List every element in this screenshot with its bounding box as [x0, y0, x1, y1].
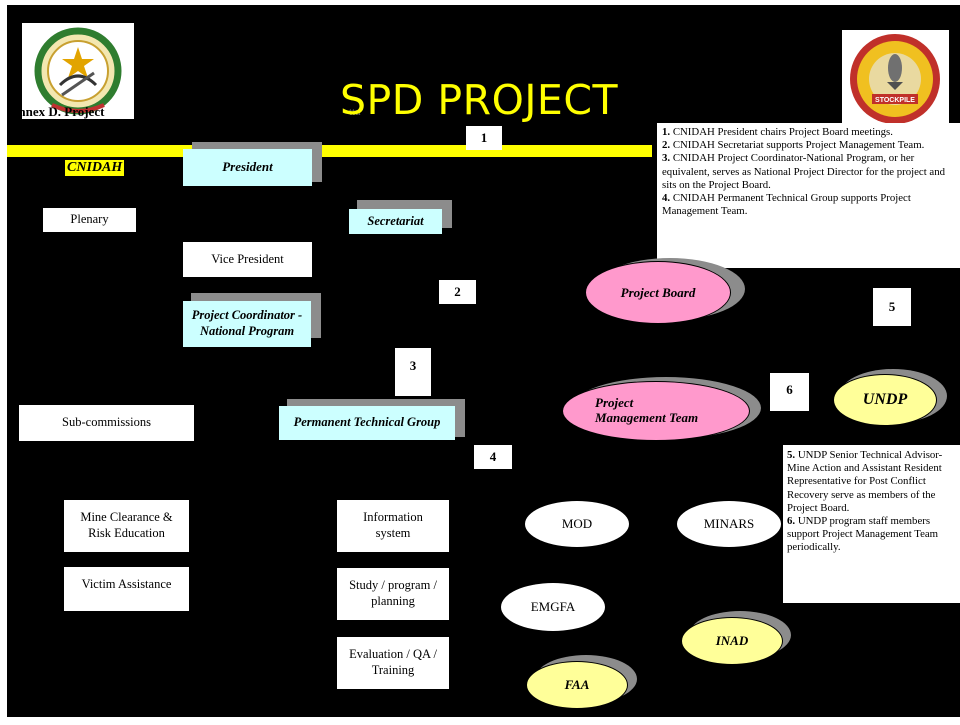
plenary-box: Plenary	[43, 208, 136, 232]
annex-overlap-text: ttu	[349, 106, 361, 118]
note-4: 4. CNIDAH Permanent Technical Group supp…	[662, 191, 911, 218]
angola-emblem-logo	[22, 23, 134, 119]
stockpile-badge-icon: STOCKPILE	[850, 34, 940, 124]
study-planning-box: Study / program / planning	[337, 568, 449, 620]
number-1: 1	[466, 126, 502, 150]
note-3: 3. CNIDAH Project Coordinator-National P…	[662, 152, 946, 191]
number-6: 6	[770, 373, 809, 411]
sub-commissions-box: Sub-commissions	[19, 405, 194, 441]
number-3: 3	[395, 348, 431, 396]
mine-clearance-box: Mine Clearance & Risk Education	[64, 500, 189, 552]
note-1: 1. CNIDAH President chairs Project Board…	[662, 126, 893, 138]
slide-canvas: Annex D. Project ttu STOCKPILE SPD PROJE…	[7, 5, 960, 717]
note-2: 2. CNIDAH Secretariat supports Project M…	[662, 139, 925, 152]
evaluation-box: Evaluation / QA / Training	[337, 637, 449, 689]
stockpile-badge-logo: STOCKPILE	[842, 30, 949, 128]
pmt-ellipse: Project Management Team	[562, 381, 750, 441]
vice-president-box: Vice President	[183, 242, 312, 277]
number-2: 2	[439, 280, 476, 304]
note-5: 5. UNDP Senior Technical Advisor-Mine Ac…	[787, 449, 943, 514]
faa-ellipse: FAA	[526, 661, 628, 709]
project-board-ellipse: Project Board	[585, 261, 731, 324]
emgfa-ellipse: EMGFA	[501, 583, 605, 631]
president-box: President	[183, 149, 312, 186]
highlight-bar	[7, 145, 652, 157]
note-6: 6. UNDP program staff members support Pr…	[787, 514, 939, 554]
victim-assistance-box: Victim Assistance	[64, 567, 189, 611]
notes-bottom-box: 5. UNDP Senior Technical Advisor-Mine Ac…	[783, 445, 960, 603]
angola-emblem-icon	[34, 27, 122, 115]
secretariat-box: Secretariat	[349, 209, 442, 234]
mod-ellipse: MOD	[525, 501, 629, 547]
information-system-box: Information system	[337, 500, 449, 552]
annex-text: Annex D. Project	[9, 104, 105, 119]
pmt-label: Project Management Team	[595, 395, 699, 425]
minars-ellipse: MINARS	[677, 501, 781, 547]
number-5: 5	[873, 288, 911, 326]
ptg-box: Permanent Technical Group	[279, 406, 455, 440]
notes-top-box: 1. CNIDAH President chairs Project Board…	[657, 123, 960, 268]
number-4: 4	[474, 445, 512, 469]
page-title: SPD PROJECT	[340, 76, 619, 124]
cnidah-label: CNIDAH	[65, 160, 125, 176]
coordinator-box: Project Coordinator - National Program	[183, 301, 311, 347]
stockpile-badge-text: STOCKPILE	[875, 97, 915, 104]
inad-ellipse: INAD	[681, 617, 783, 665]
undp-ellipse: UNDP	[833, 374, 937, 426]
